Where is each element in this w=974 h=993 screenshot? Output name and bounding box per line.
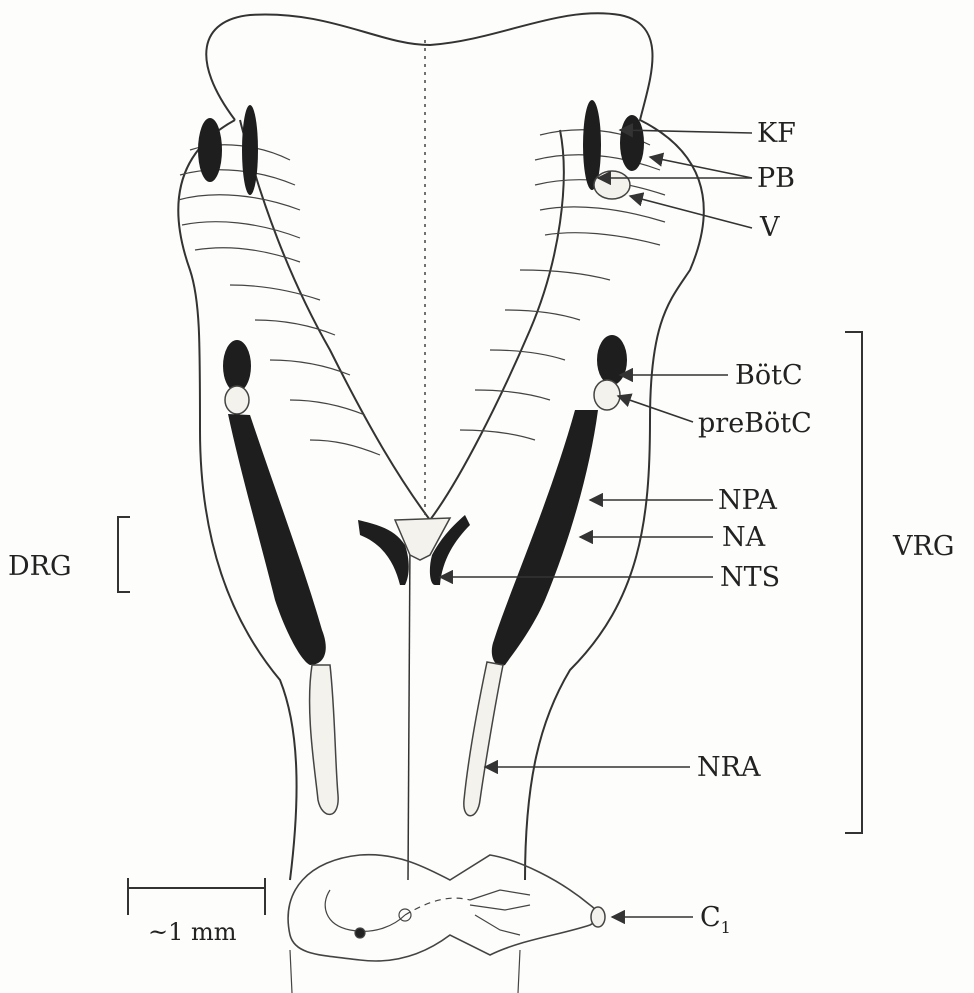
prebotc-right <box>594 380 620 410</box>
pb-nucleus-left <box>242 105 258 195</box>
npa-na-column-left <box>228 414 326 665</box>
v-arrow <box>630 196 752 228</box>
v-nucleus-right <box>594 171 630 199</box>
pb-arrow-b <box>650 157 752 178</box>
nra-label: NRA <box>697 752 761 783</box>
nts-label: NTS <box>720 562 780 593</box>
botc-left <box>223 340 251 392</box>
npa-na-column-right <box>492 410 598 666</box>
kf-nucleus-left <box>198 118 222 182</box>
nra-right <box>464 662 503 816</box>
v-label: V <box>759 212 780 243</box>
c1-marker <box>591 907 605 927</box>
kf-label: KF <box>757 118 796 149</box>
prebotc-arrow <box>618 396 693 422</box>
vrg-bracket <box>845 332 862 833</box>
midline-solid <box>408 540 410 880</box>
prebotc-left <box>225 386 249 414</box>
prebotc-label: preBötC <box>698 408 812 439</box>
botc-right <box>597 335 627 385</box>
pons-hatching-left <box>178 145 380 455</box>
scale-bar-label: ~1 mm <box>148 918 237 946</box>
npa-label: NPA <box>718 485 777 516</box>
botc-label: BötC <box>735 360 803 391</box>
drg-bracket <box>118 517 130 592</box>
scale-bar <box>128 878 265 915</box>
ventricle-outline <box>240 120 564 520</box>
drg-label: DRG <box>8 551 72 582</box>
kf-nucleus-right <box>620 115 644 171</box>
pons-hatching-right <box>460 130 665 440</box>
nra-left <box>310 665 339 814</box>
c1-section <box>288 855 597 993</box>
vrg-label: VRG <box>892 531 954 562</box>
na-label: NA <box>722 522 766 553</box>
pb-label: PB <box>757 163 795 194</box>
c1-label: C1 <box>700 902 731 937</box>
c1-label-sub: 1 <box>721 918 731 937</box>
c1-label-main: C <box>700 902 721 933</box>
